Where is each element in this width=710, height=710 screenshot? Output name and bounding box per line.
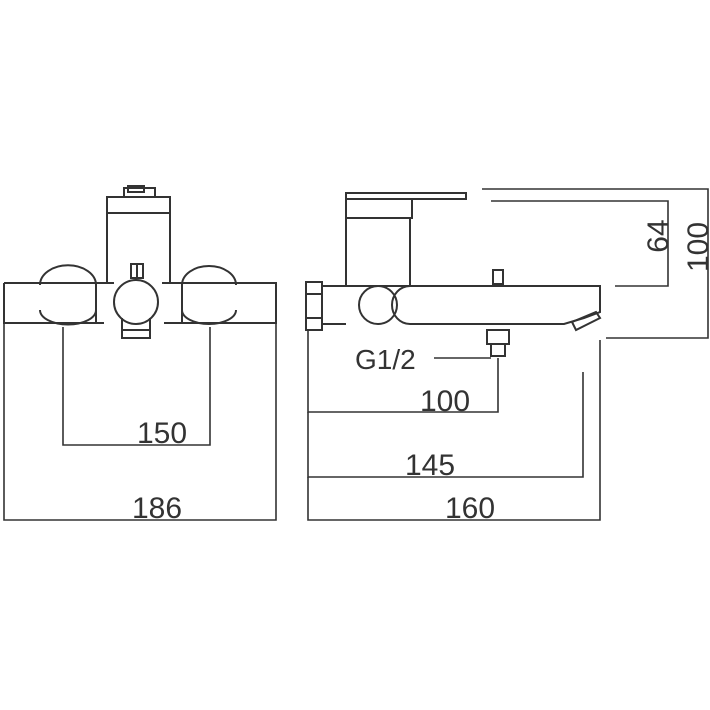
front-spout-outlet [121,318,151,339]
side-tube-end [391,285,411,325]
side-dim-100v-line [482,188,709,339]
front-right-fixing [181,265,237,325]
side-shower-outlet [486,329,510,345]
side-dim-64: 64 [642,219,675,252]
side-dim-64-line [491,200,669,287]
side-body-column [345,218,411,286]
side-dim-145: 145 [405,449,455,482]
front-dim-150-line [62,327,211,446]
front-body-column [106,213,171,282]
side-union-circle [358,285,398,325]
side-dim-100-horizontal: 100 [420,385,470,418]
side-dim-160-line [307,340,601,521]
front-handle-cap [127,185,145,193]
front-view: 150 186 [3,185,277,525]
front-dim-186: 186 [132,492,182,525]
side-thread-label: G1/2 [355,344,416,375]
side-top-knob [492,269,504,285]
side-view: G1/2 100 145 160 64 100 [305,188,710,525]
side-lever [345,192,467,219]
front-left-fixing [39,264,97,326]
side-wall-nut [305,281,323,331]
side-dim-145-line [307,372,584,478]
side-spout-body [322,285,601,325]
front-dim-150: 150 [137,417,187,450]
front-dim-186-line [3,323,277,521]
side-spout-tip [570,310,602,332]
side-dim-160: 160 [445,492,495,525]
side-dim-100-vertical: 100 [682,222,710,272]
front-center-union [113,279,159,325]
side-dim-100-line [307,330,499,413]
